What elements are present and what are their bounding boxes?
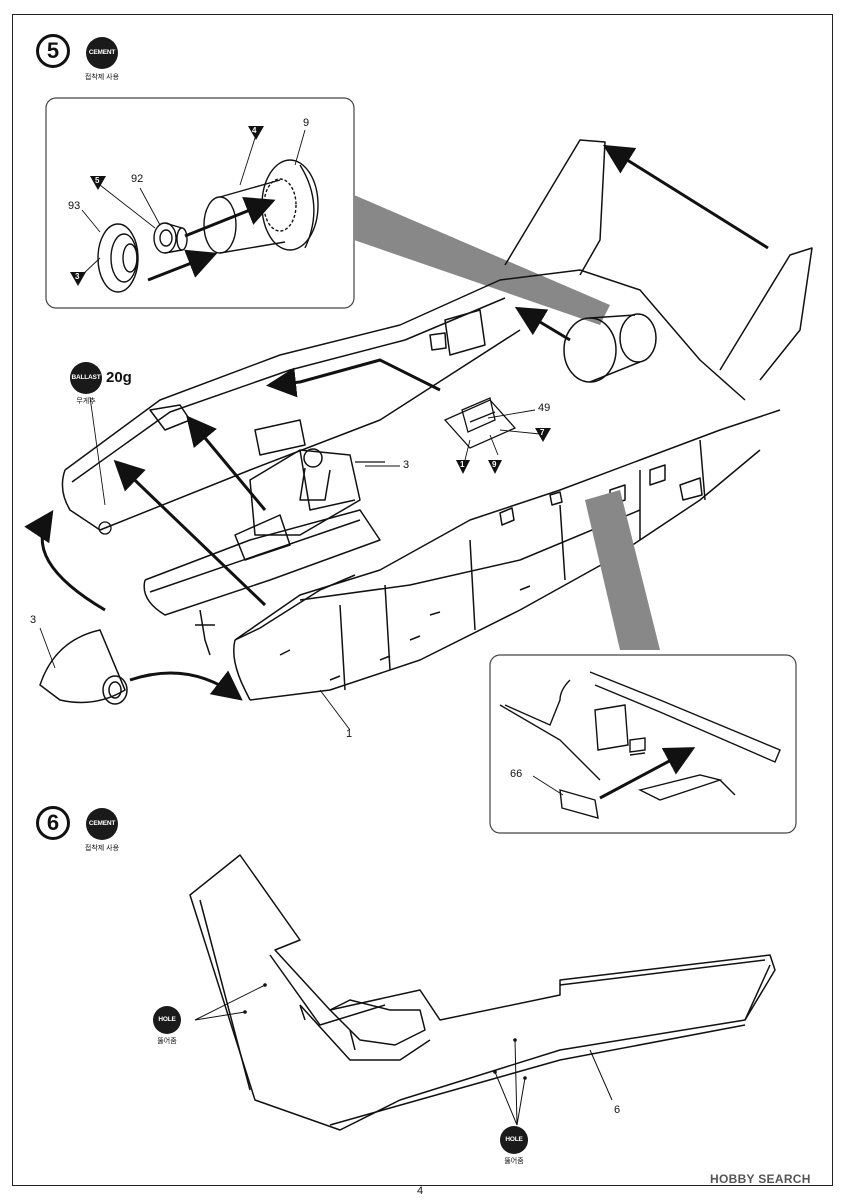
part-label-92: 92	[131, 173, 144, 185]
triangle-3-number: 3	[75, 272, 80, 281]
inset-panel-box	[489, 654, 797, 834]
triangle-9-number: 9	[492, 460, 497, 469]
triangle-5-number: 5	[95, 176, 100, 185]
triangle-4-number: 4	[252, 126, 257, 135]
ballast-weight: 20g	[106, 369, 132, 386]
part-label-93: 93	[68, 200, 81, 212]
nose-cone	[39, 629, 128, 705]
part-label-6: 6	[614, 1104, 621, 1116]
callout-wedge-engine	[354, 195, 610, 325]
part-label-3-nose: 3	[30, 614, 37, 626]
part-label-49: 49	[538, 402, 551, 414]
page-number: 4	[417, 1185, 424, 1197]
hole-caption-left: 뚫어줌	[157, 1038, 177, 1045]
hole-badge-left: HOLE	[153, 1006, 181, 1034]
part-label-1: 1	[346, 728, 353, 740]
part92-cone	[153, 222, 188, 254]
triangle-1-number: 1	[460, 460, 465, 469]
cement-caption-step5: 접착제 사용	[84, 74, 120, 81]
inset-panel-drawing	[499, 671, 781, 819]
part93-ring	[97, 223, 139, 293]
part-label-3-seat: 3	[403, 459, 410, 471]
ballast-caption: 무게추	[76, 398, 96, 405]
fuselage-half	[61, 139, 813, 701]
watermark: HOBBY SEARCH	[710, 1172, 811, 1186]
wing-part6	[189, 854, 776, 1131]
tri-markers-main	[456, 428, 551, 474]
hole-caption-bottom: 뚫어줌	[504, 1158, 524, 1165]
cement-badge-step6: CEMENT	[86, 808, 118, 840]
part-label-9: 9	[303, 117, 310, 129]
ballast-badge: BALLAST	[70, 362, 102, 394]
step-6-number: 6	[36, 806, 70, 840]
cement-caption-step6: 접착제 사용	[84, 845, 120, 852]
cement-badge-step5: CEMENT	[86, 37, 118, 69]
triangle-7-number: 7	[540, 428, 545, 437]
inset-engine-box	[45, 97, 355, 309]
part49-panel	[443, 397, 517, 449]
hole-badge-bottom: HOLE	[500, 1126, 528, 1154]
part-label-66: 66	[510, 768, 523, 780]
step-5-number: 5	[36, 34, 70, 68]
callout-wedge-panel	[585, 490, 660, 650]
page-frame	[12, 14, 833, 1186]
tri-markers-inset	[70, 126, 264, 286]
